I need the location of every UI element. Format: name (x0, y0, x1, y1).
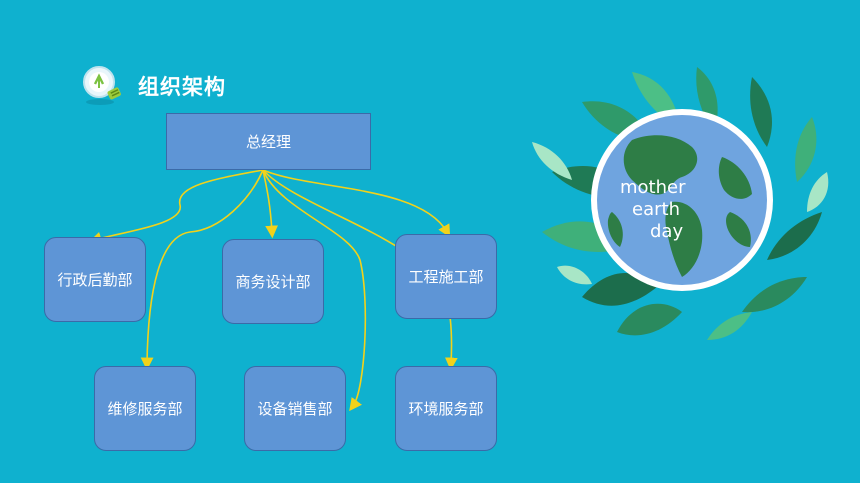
org-node-business-design: 商务设计部 (222, 239, 324, 324)
connector-to-dept-3 (262, 169, 451, 238)
org-node-environment-service: 环境服务部 (395, 366, 497, 451)
org-node-equipment-sales: 设备销售部 (244, 366, 346, 451)
earth-globe-icon: mother earth day (532, 67, 829, 340)
header: 组织架构 (78, 64, 226, 108)
earth-text-line-2: earth (632, 199, 680, 220)
org-node-maintenance-service: 维修服务部 (94, 366, 196, 451)
org-node-general-manager: 总经理 (166, 113, 371, 170)
org-node-admin-logistics: 行政后勤部 (44, 237, 146, 322)
page-title: 组织架构 (138, 75, 226, 99)
connector-to-dept-2 (262, 169, 278, 239)
lightbulb-icon (83, 66, 121, 105)
connector-to-dept-1 (88, 169, 264, 245)
earth-text-line-3: day (650, 221, 683, 242)
earth-text-line-1: mother (620, 177, 686, 198)
earth-illustration: mother earth day (522, 62, 840, 342)
org-node-engineering-construction: 工程施工部 (395, 234, 497, 319)
